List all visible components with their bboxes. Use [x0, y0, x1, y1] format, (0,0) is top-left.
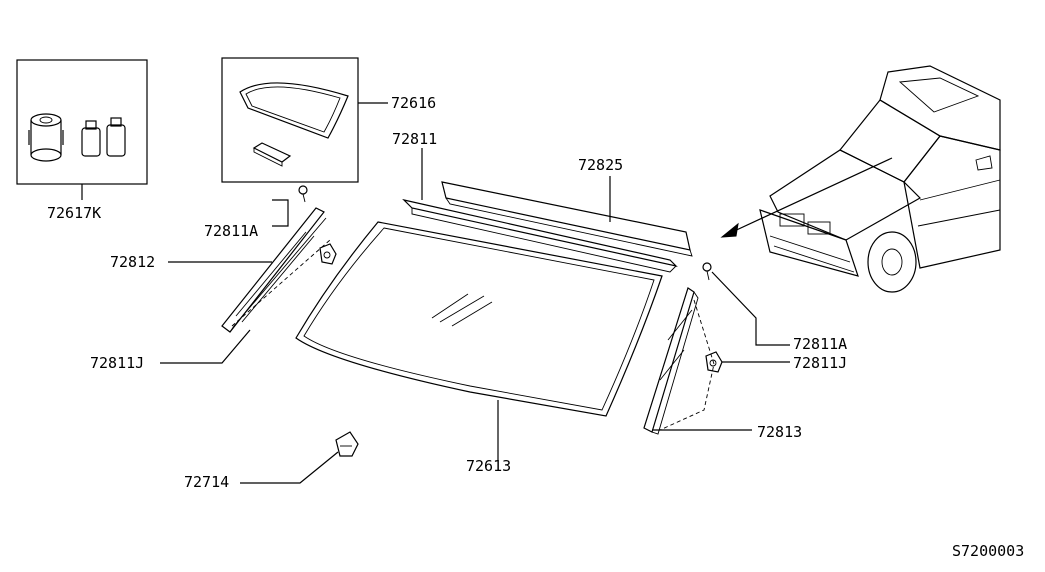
- leader-72811a-right: [711, 271, 790, 346]
- leader-72811j-left: [160, 329, 251, 364]
- left-retainer-icon: [319, 243, 337, 265]
- label-72714: 72714: [184, 473, 229, 491]
- left-fastener-guide: [231, 239, 331, 327]
- label-72811: 72811: [392, 130, 437, 148]
- arrow-indicator-icon: [720, 157, 893, 238]
- right-retainer-icon: [705, 351, 723, 373]
- leader-72714: [240, 451, 339, 484]
- label-72825: 72825: [578, 156, 623, 174]
- primer-bottles-icon: [81, 117, 126, 157]
- molding-clip-part: [335, 431, 359, 457]
- molding-box: [221, 57, 359, 183]
- glass-glare-lines: [431, 293, 493, 327]
- right-fastener-guide: [659, 299, 715, 431]
- windshield-glass-part: [295, 221, 663, 417]
- vehicle-illustration: [759, 65, 1001, 293]
- leader-72811a-left-bracket: [272, 199, 289, 227]
- label-72616: 72616: [391, 94, 436, 112]
- label-72617k: 72617K: [47, 204, 101, 222]
- label-72811j-right: 72811J: [793, 354, 847, 372]
- label-72812: 72812: [110, 253, 155, 271]
- right-side-molding-part: [643, 287, 699, 435]
- label-72811a-right: 72811A: [793, 335, 847, 353]
- left-side-molding-part: [221, 207, 327, 333]
- molding-piece-icon: [252, 142, 292, 167]
- upper-molding-part: [402, 198, 678, 273]
- molding-ring-icon: [239, 82, 349, 139]
- cowl-top-part: [441, 181, 693, 257]
- right-clip-icon: [702, 262, 712, 281]
- label-72811a-left: 72811A: [204, 222, 258, 240]
- sealant-kit-box: [16, 59, 148, 185]
- label-72811j-left: 72811J: [90, 354, 144, 372]
- label-72613: 72613: [466, 457, 511, 475]
- label-72813: 72813: [757, 423, 802, 441]
- diagram-code: S7200003: [952, 542, 1024, 560]
- left-clip-icon: [298, 185, 308, 203]
- sealant-cartridge-icon: [28, 113, 64, 162]
